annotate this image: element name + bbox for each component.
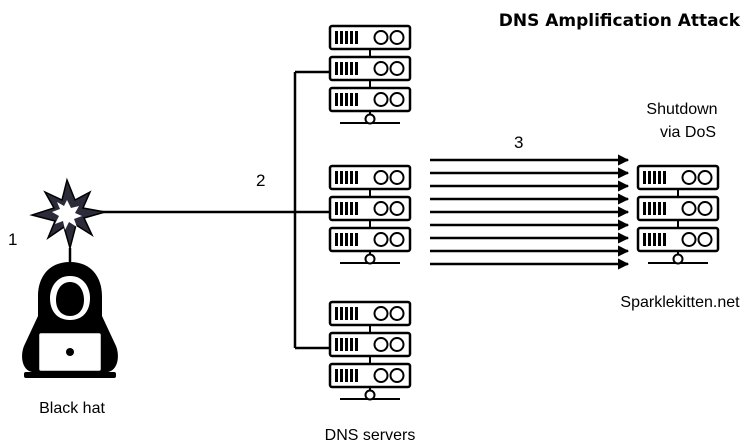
step-3-label: 3 (514, 133, 523, 152)
hooded-hacker-icon (22, 248, 118, 378)
dns-servers-label: DNS servers (325, 427, 416, 444)
server-rack-icon (328, 164, 412, 191)
server-rack-icon (328, 300, 412, 327)
step-1-label: 1 (8, 230, 17, 249)
server-rack-icon (636, 164, 720, 191)
server-stacks (328, 24, 720, 401)
target-label: Sparklekitten.net (620, 294, 740, 311)
target-status-line2: via DoS (660, 124, 716, 141)
server-rack-icon (636, 226, 720, 253)
dns-server-stack-bottom (328, 300, 412, 401)
server-rack-icon (328, 86, 412, 113)
server-rack-icon (328, 24, 412, 51)
amplified-traffic-arrows (430, 154, 630, 270)
server-rack-icon (636, 195, 720, 222)
diagram-title: DNS Amplification Attack (499, 11, 741, 31)
server-rack-icon (328, 331, 412, 358)
dns-server-stack-top (328, 24, 412, 125)
target-server-stack (636, 164, 720, 265)
server-rack-icon (328, 195, 412, 222)
server-rack-icon (328, 226, 412, 253)
attack-wiring (82, 70, 330, 350)
step-2-label: 2 (256, 171, 265, 190)
attacker-label: Black hat (39, 400, 105, 417)
server-rack-icon (328, 55, 412, 82)
dns-server-stack-middle (328, 164, 412, 265)
target-status-line1: Shutdown (646, 101, 717, 118)
explosion-burst-icon (29, 177, 106, 251)
server-rack-icon (328, 362, 412, 389)
